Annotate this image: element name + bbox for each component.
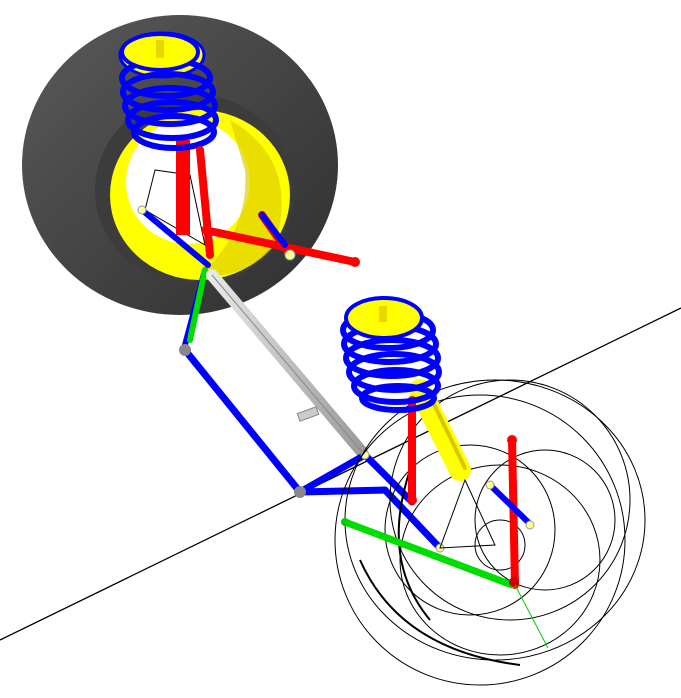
left-lower-arm: [187, 267, 208, 343]
ground-line: [0, 307, 681, 641]
steering-rack: [206, 269, 368, 458]
right-axis-line: [514, 584, 549, 649]
left-rim-shade: [200, 120, 282, 276]
left-spring: [118, 31, 219, 235]
right-upright: [508, 436, 519, 589]
right-hub-wire: [439, 478, 496, 549]
right-spring: [340, 296, 442, 413]
right-tie-rod: [487, 482, 531, 525]
right-lower-arm: [341, 518, 516, 589]
